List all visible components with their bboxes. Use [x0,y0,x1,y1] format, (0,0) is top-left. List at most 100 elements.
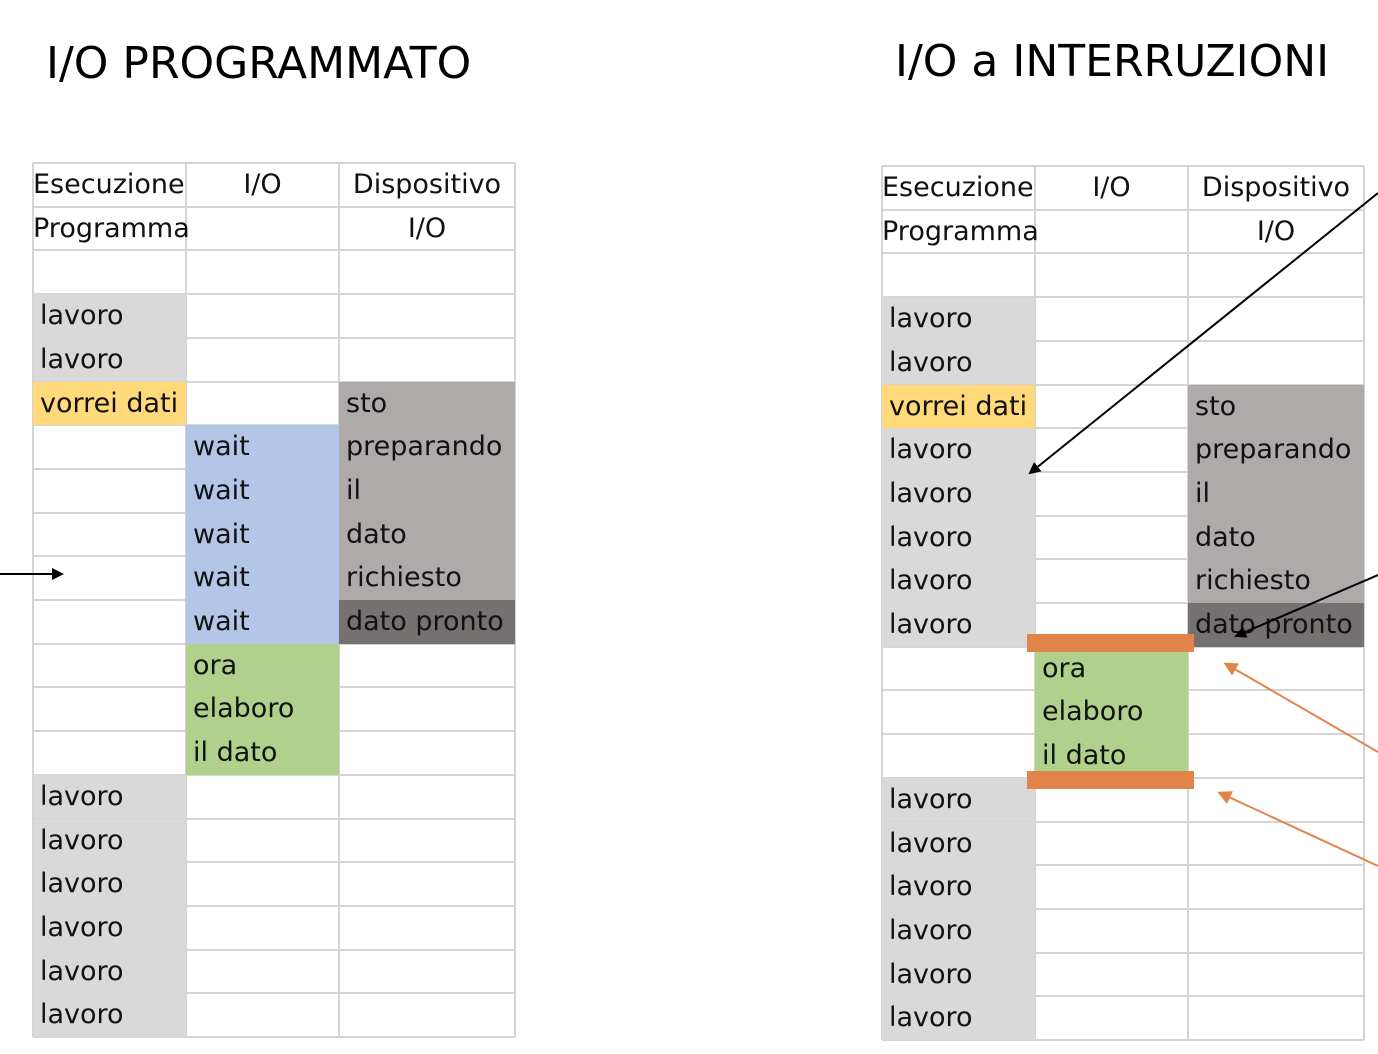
program-cell: lavoro [33,993,186,1037]
grid-line [33,817,515,820]
grid-line [33,861,515,864]
header-device: Dispositivo [352,169,502,200]
io-cell [1035,778,1188,822]
io-cell [1035,472,1188,516]
grid-line [882,165,1364,167]
program-cell: lavoro [33,818,186,863]
device-cell [339,775,515,819]
device-cell [1188,778,1364,822]
io-cell [1035,428,1188,472]
io-cell: il dato [1035,734,1188,778]
title-interrupt-io: I/O a INTERRUZIONI [895,36,1330,87]
program-cell: vorrei dati [33,381,186,426]
program-cell: lavoro [882,952,1035,997]
device-cell [339,731,515,775]
program-cell [33,425,186,469]
program-cell: lavoro [882,603,1035,647]
grid-line [33,293,515,296]
io-cell [186,382,339,426]
grid-line [33,948,515,951]
grid-line [33,205,515,208]
header-device: Dispositivo [1201,172,1351,203]
device-cell [339,862,515,906]
header-device-io: I/O [1256,215,1296,247]
io-cell: ora [1035,646,1188,691]
io-cell [1035,603,1188,647]
grid-line [33,904,515,907]
program-cell [882,690,1035,734]
grid-line [882,558,1364,561]
io-cell [1035,253,1188,297]
program-cell: lavoro [882,996,1035,1040]
program-cell: lavoro [882,559,1035,603]
io-cell: wait [186,512,339,557]
grid-line [882,951,1364,954]
device-cell: il [1188,471,1364,516]
device-cell [1188,647,1364,691]
grid-line [514,163,516,1037]
program-cell: lavoro [882,515,1035,560]
device-cell [1188,297,1364,341]
grid-line [882,602,1364,604]
program-cell [33,250,186,294]
program-cell: lavoro [882,908,1035,953]
program-cell [33,600,186,644]
io-cell: wait [186,468,339,513]
program-cell: lavoro [33,949,186,994]
program-cell [882,734,1035,778]
device-cell: richiesto [339,556,515,600]
io-cell [1035,996,1188,1040]
device-cell: dato [1188,515,1364,560]
device-cell: sto [1188,384,1364,429]
io-cell: elaboro [1035,690,1188,735]
program-cell: lavoro [33,337,186,382]
device-cell [339,819,515,863]
device-cell [1188,341,1364,385]
io-cell [1035,516,1188,560]
program-cell [33,556,186,600]
grid-line [882,1039,1364,1041]
device-cell [339,250,515,294]
device-cell [1188,822,1364,866]
grid-line [33,773,515,776]
program-cell [33,687,186,731]
io-cell [1035,297,1188,341]
device-cell [1188,953,1364,997]
io-cell [1035,385,1188,429]
program-cell: lavoro [33,774,186,819]
device-cell: sto [339,381,515,426]
program-cell: lavoro [882,821,1035,866]
device-cell [339,644,515,688]
io-cell [186,819,339,863]
device-cell: dato [339,512,515,557]
io-cell [186,950,339,994]
grid-line [882,514,1364,517]
grid-line [33,336,515,339]
device-cell: preparando [339,425,515,469]
io-cell [186,993,339,1037]
program-cell: lavoro [33,905,186,950]
program-cell: lavoro [33,862,186,906]
device-cell [1188,734,1364,778]
io-cell: il dato [186,731,339,775]
device-cell: preparando [1188,428,1364,472]
io-cell [186,250,339,294]
header-program: Programma [33,212,190,244]
io-cell [186,775,339,819]
program-cell [33,731,186,775]
program-cell: lavoro [33,294,186,338]
program-cell: lavoro [882,340,1035,385]
grid-line [33,162,515,164]
io-cell [186,294,339,338]
grid-line [882,907,1364,910]
program-cell: lavoro [882,865,1035,909]
device-cell: richiesto [1188,559,1364,603]
header-execution: Esecuzione [882,172,1034,203]
program-cell: lavoro [882,428,1035,472]
device-cell [339,687,515,731]
io-cell [1035,341,1188,385]
io-cell [1035,559,1188,603]
io-cell: elaboro [186,687,339,732]
title-programmed-io: I/O PROGRAMMATO [46,38,472,89]
